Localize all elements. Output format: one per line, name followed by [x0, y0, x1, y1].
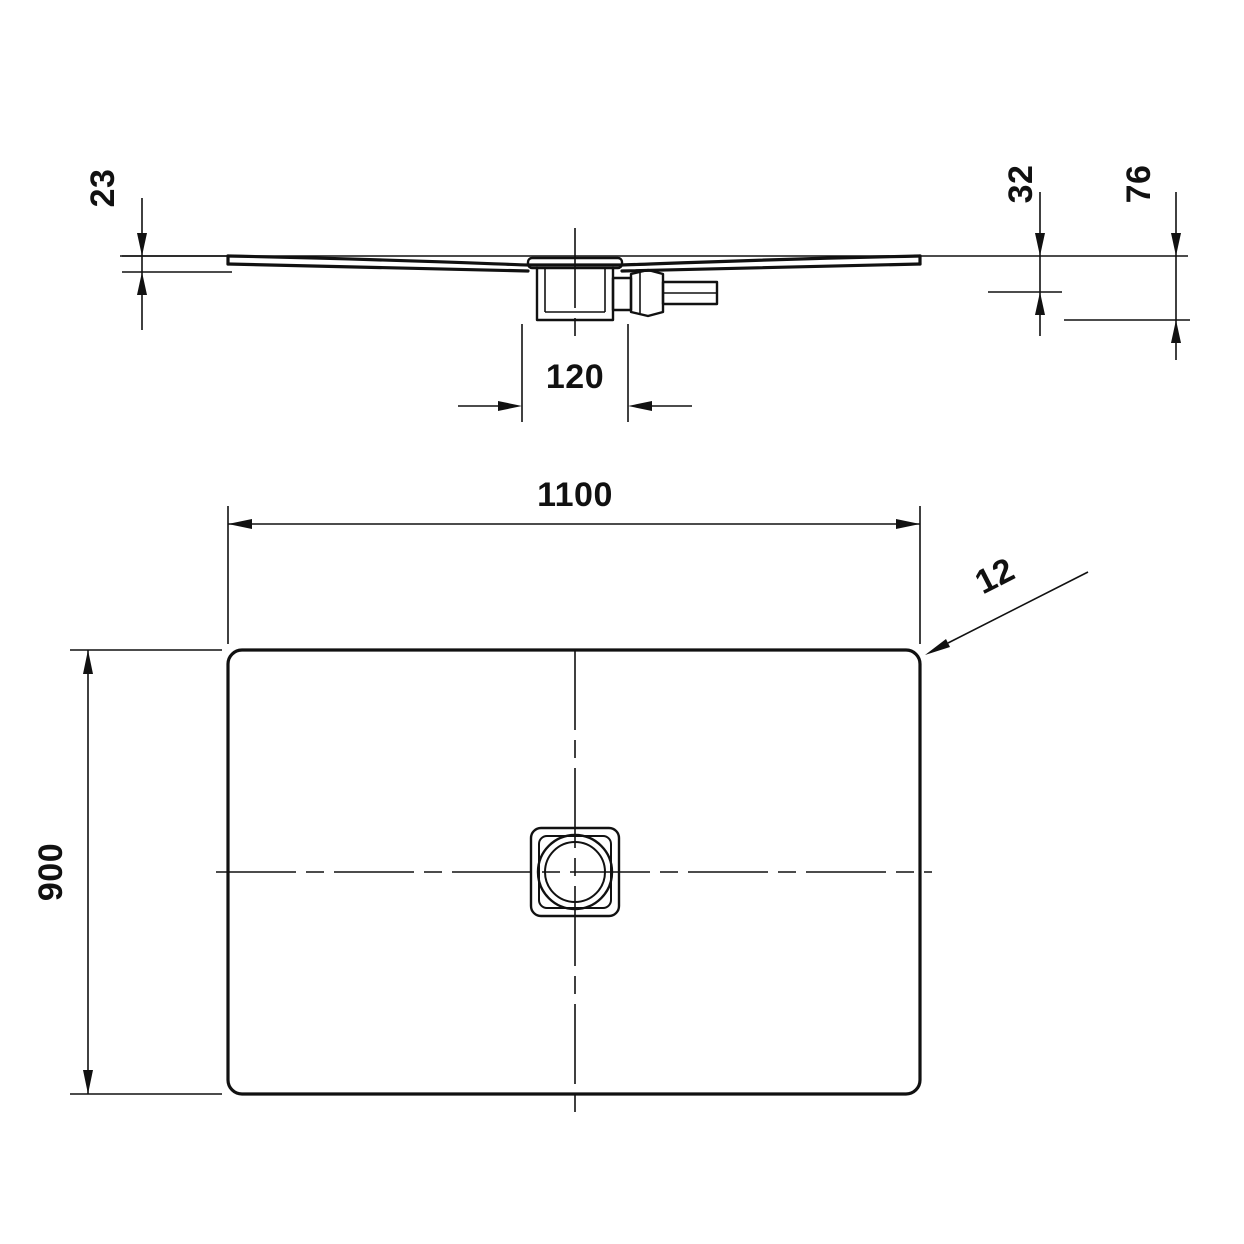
dim-width: 1100 — [227, 476, 921, 644]
dim-total-height: 76 — [1064, 165, 1190, 360]
dim-corner-radius: 12 — [925, 550, 1089, 655]
dim-arrow — [83, 1070, 93, 1094]
dim-corner-radius-label: 12 — [969, 550, 1021, 601]
drain-circle-inner — [544, 841, 606, 903]
dim-drain-width: 120 — [458, 324, 692, 422]
dim-edge-height: 23 — [84, 169, 232, 330]
dim-arrow — [137, 272, 147, 295]
leader-line — [947, 571, 1089, 644]
drain-plan — [529, 826, 621, 918]
drain-outlet-flange — [611, 276, 633, 312]
leader-arrow — [925, 639, 950, 655]
dim-arrow — [1035, 292, 1045, 315]
section-view: 23 32 76 120 — [84, 165, 1190, 422]
dim-arrow — [83, 650, 93, 674]
drain-assembly-section — [526, 256, 719, 322]
dim-body-height-label: 32 — [1002, 165, 1040, 204]
dim-depth: 900 — [32, 649, 222, 1095]
dim-total-height-label: 76 — [1120, 165, 1158, 204]
tray-bottom-left — [226, 262, 530, 273]
drain-outlet-nut — [629, 268, 665, 318]
dim-arrow — [498, 401, 522, 411]
drain-circle-outer — [536, 833, 614, 911]
dim-arrow — [1035, 233, 1045, 256]
plan-view: 1100 900 12 — [32, 476, 1089, 1122]
dim-width-label: 1100 — [537, 476, 613, 514]
dim-arrow — [228, 519, 252, 529]
dim-arrow — [1171, 233, 1181, 256]
dim-body-height: 32 — [988, 165, 1062, 336]
dim-depth-label: 900 — [32, 843, 70, 901]
dim-arrow — [628, 401, 652, 411]
drain-square-outer — [529, 826, 621, 918]
dim-arrow — [896, 519, 920, 529]
dim-edge-height-label: 23 — [84, 169, 122, 208]
dim-arrow — [1171, 320, 1181, 343]
dim-arrow — [137, 233, 147, 256]
dim-drain-width-label: 120 — [546, 358, 604, 396]
tray-bottom-right — [620, 262, 922, 273]
